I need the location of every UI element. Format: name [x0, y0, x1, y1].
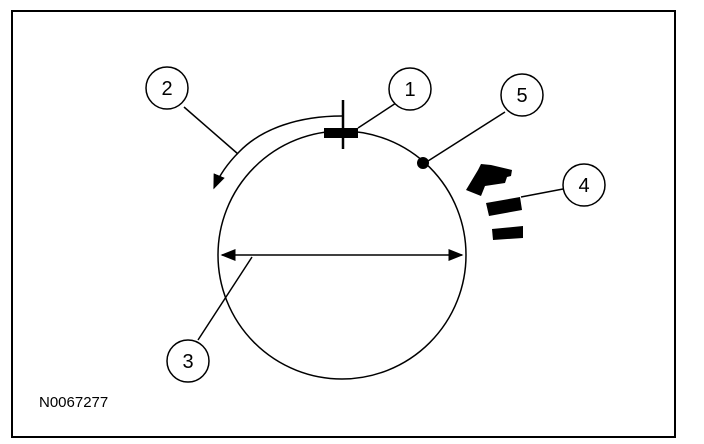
callout-4: 4: [562, 163, 606, 207]
callout-3-label: 3: [182, 351, 193, 373]
callout-2: 2: [145, 66, 189, 110]
flow-dash-bottom: [492, 226, 523, 240]
callout-1: 1: [388, 67, 432, 111]
callout-5-label: 5: [516, 85, 527, 107]
rotation-arrow: [213, 115, 343, 190]
flow-arrow-head: [466, 164, 512, 196]
callout-5: 5: [500, 73, 544, 117]
flow-dash-middle: [486, 197, 522, 216]
leader-5: [427, 111, 506, 162]
callout-1-label: 1: [404, 79, 415, 101]
figure-frame: [11, 10, 676, 438]
contact-point-dot: [417, 157, 429, 169]
callout-2-label: 2: [161, 78, 172, 100]
leader-1: [357, 102, 397, 129]
reference-mark-bar: [324, 128, 358, 138]
leader-4: [520, 188, 564, 198]
callout-4-label: 4: [578, 175, 589, 197]
figure-id: N0067277: [39, 394, 108, 411]
leader-2: [183, 106, 239, 155]
leader-3: [197, 256, 253, 341]
callout-3: 3: [166, 339, 210, 383]
